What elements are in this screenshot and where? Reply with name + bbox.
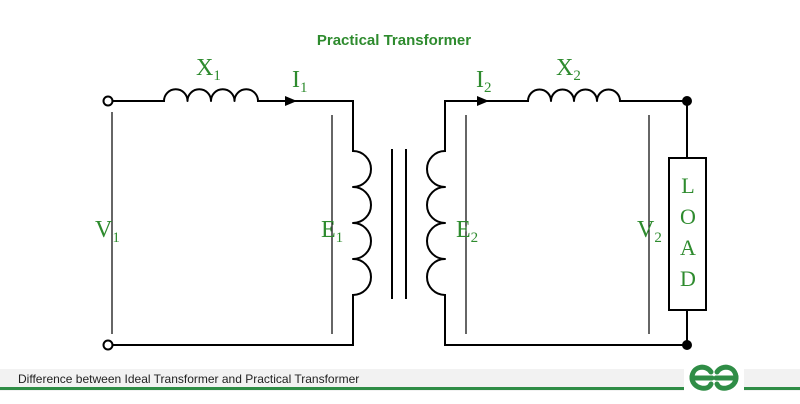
e2-label-main: E <box>456 217 471 243</box>
x1-reactance-inductor <box>163 88 259 102</box>
e1-label: E1 <box>321 217 343 246</box>
load-box <box>668 157 707 311</box>
footer-accent-line <box>0 387 800 390</box>
footer-bar <box>0 369 800 391</box>
load-letter-4: D <box>680 266 696 291</box>
i2-current-arrow <box>477 96 489 106</box>
load-letter-3: A <box>680 235 696 260</box>
i1-current-arrow <box>285 96 297 106</box>
secondary-node-top <box>682 96 692 106</box>
v1-label: V1 <box>95 217 120 246</box>
i2-label: I2 <box>476 67 492 96</box>
v1-label-main: V <box>95 217 113 243</box>
i1-label-sub: 1 <box>300 80 308 96</box>
x2-reactance-inductor <box>527 88 621 102</box>
e1-label-sub: 1 <box>336 230 344 246</box>
e2-label: E2 <box>456 217 478 246</box>
v1-label-sub: 1 <box>112 230 120 246</box>
i2-label-sub: 2 <box>484 80 492 96</box>
secondary-wiring <box>444 100 688 346</box>
footer-caption: Difference between Ideal Transformer and… <box>18 372 360 386</box>
e1-label-main: E <box>321 217 336 243</box>
x1-label-main: X <box>196 55 213 81</box>
secondary-winding <box>426 150 446 296</box>
x2-label: X2 <box>556 55 581 84</box>
primary-terminal-bottom <box>102 339 114 351</box>
x2-label-sub: 2 <box>573 68 581 84</box>
v2-label-main: V <box>637 217 655 243</box>
x2-label-main: X <box>556 55 573 81</box>
i1-label: I1 <box>292 67 308 96</box>
e2-label-sub: 2 <box>471 230 479 246</box>
diagram-title: Practical Transformer <box>317 32 471 49</box>
v2-label-sub: 2 <box>654 230 662 246</box>
primary-wiring <box>111 100 354 346</box>
load-letter-2: O <box>680 204 696 229</box>
geeksforgeeks-logo-icon <box>684 360 744 396</box>
secondary-node-bottom <box>682 340 692 350</box>
load-letter-1: L <box>681 173 694 198</box>
i2-label-main: I <box>476 67 484 93</box>
v2-label: V2 <box>637 217 662 246</box>
primary-terminal-top <box>102 95 114 107</box>
i1-label-main: I <box>292 67 300 93</box>
x1-label-sub: 1 <box>213 68 221 84</box>
primary-winding <box>352 150 372 296</box>
x1-label: X1 <box>196 55 221 84</box>
